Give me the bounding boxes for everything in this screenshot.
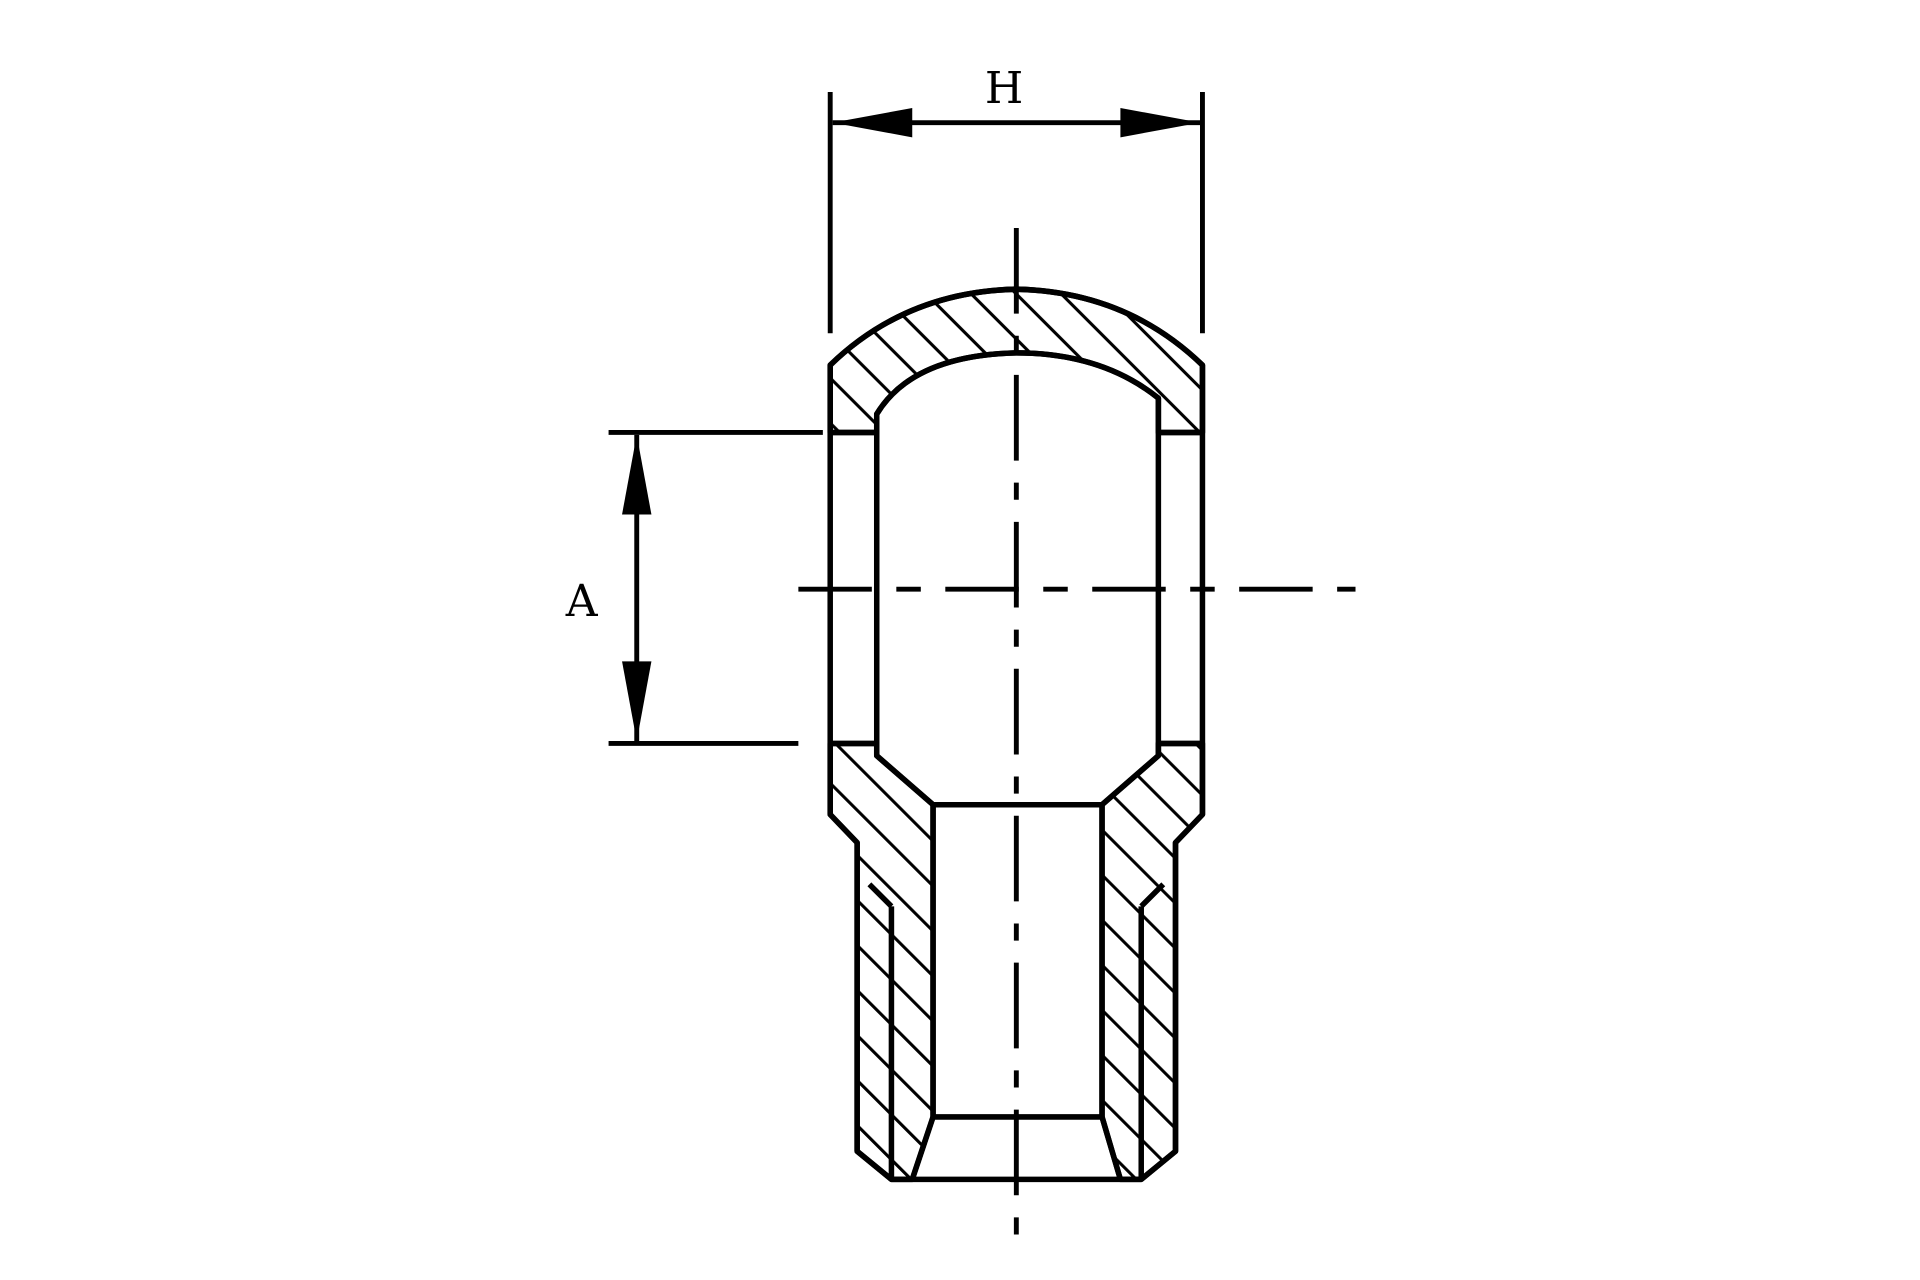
thread-lines (867, 882, 1166, 1180)
dimension-a-label: A (565, 576, 599, 627)
a-arrow-top-icon (622, 434, 652, 515)
left-lower-section (827, 740, 936, 1183)
bore-chamfer (909, 1116, 1124, 1181)
outer-contour (827, 286, 1206, 1183)
ball-cavity (873, 350, 1162, 808)
h-arrow-left-icon (832, 107, 913, 138)
a-arrow-bottom-icon (622, 661, 652, 742)
section-edges (830, 429, 1203, 747)
dimension-h-label: H (985, 63, 1023, 114)
right-lower-section (1099, 740, 1206, 1183)
h-arrow-right-icon (1120, 107, 1200, 138)
